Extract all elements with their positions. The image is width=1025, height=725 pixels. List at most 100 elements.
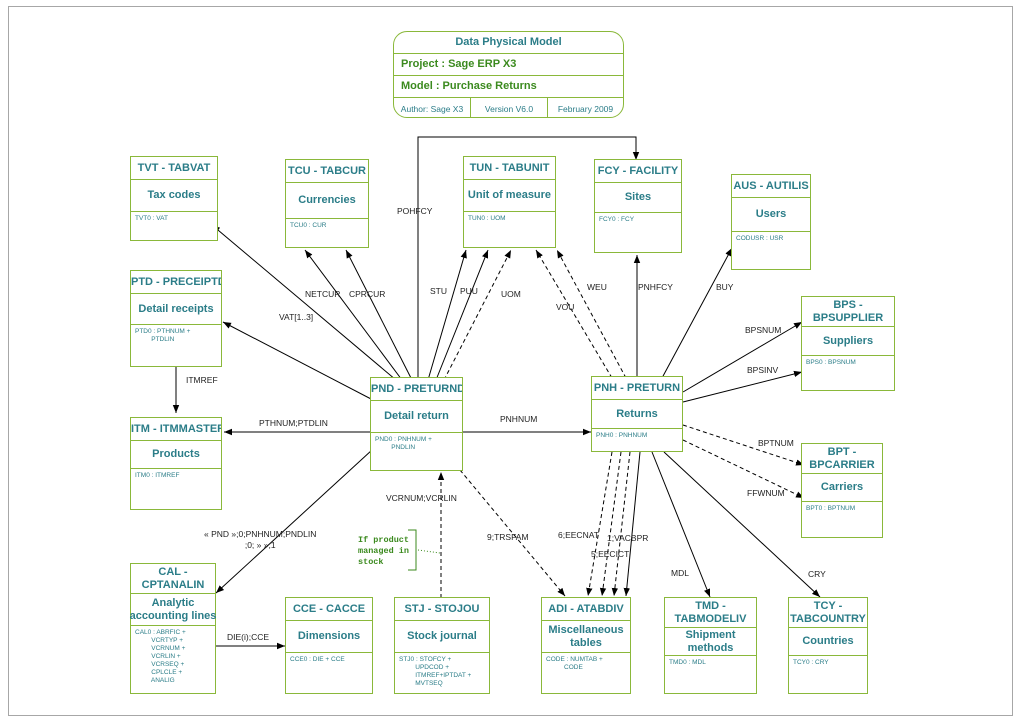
- link-bpsinv: [682, 370, 803, 403]
- entity-itm[interactable]: ITM - ITMMASTER Products ITM0 : ITMREF: [130, 417, 222, 510]
- entity-tcy-keys: TCY0 : CRY: [793, 659, 829, 666]
- model-name: Model : Purchase Returns: [394, 76, 623, 98]
- entity-cce-desc: Dimensions: [286, 621, 372, 653]
- label-ffwnum: FFWNUM: [747, 488, 785, 498]
- link-bpsnum: [682, 321, 803, 393]
- entity-pnh[interactable]: PNH - PRETURN Returns PNH0 : PNHNUM: [591, 376, 683, 452]
- entity-tmd[interactable]: TMD - TABMODELIV Shipment methods TMD0 :…: [664, 597, 757, 694]
- label-cal-link: « PND »;0;PNHNUM;PNDLIN ;0; » »;1: [204, 529, 317, 550]
- label-pnhnum: PNHNUM: [500, 414, 538, 424]
- entity-ptd[interactable]: PTD - PRECEIPTD Detail receipts PTD0 : P…: [130, 270, 222, 367]
- entity-tun-desc: Unit of measure: [464, 180, 555, 212]
- entity-stj-desc: Stock journal: [395, 621, 489, 653]
- title-block: Data Physical Model Project : Sage ERP X…: [393, 31, 624, 118]
- entity-itm-keys: ITM0 : ITMREF: [135, 472, 180, 479]
- entity-tvt-keys: TVT0 : VAT: [135, 215, 168, 222]
- entity-pnd-desc: Detail return: [371, 401, 462, 433]
- entity-cal-keys: CAL0 : ABRFIC + VCRTYP + VCRNUM + VCRLIN…: [135, 629, 186, 684]
- entity-stj[interactable]: STJ - STOJOU Stock journal STJ0 : STOFCY…: [394, 597, 490, 694]
- label-eecict: 5;EECICT: [591, 549, 630, 559]
- model-heading: Data Physical Model: [394, 32, 623, 54]
- entity-bps[interactable]: BPS - BPSUPPLIER Suppliers BPS0 : BPSNUM: [801, 296, 895, 391]
- label-eecnat: 6;EECNAT: [558, 530, 599, 540]
- entity-adi[interactable]: ADI - ATABDIV Miscellaneous tables CODE …: [541, 597, 631, 694]
- entity-bpt-keys: BPT0 : BPTNUM: [806, 505, 856, 512]
- label-vacbpr: 1;VACBPR: [607, 533, 649, 543]
- label-diecce: DIE(i);CCE: [227, 632, 270, 642]
- label-cprcur: CPRCUR: [349, 289, 386, 299]
- label-trsfam: 9;TRSFAM: [487, 532, 529, 542]
- entity-bpt[interactable]: BPT - BPCARRIER Carriers BPT0 : BPTNUM: [801, 443, 883, 538]
- entity-fcy-keys: FCY0 : FCY: [599, 216, 635, 223]
- entity-pnh-keys: PNH0 : PNHNUM: [596, 432, 648, 439]
- entity-tvt-desc: Tax codes: [131, 180, 217, 212]
- entity-tun-title: TUN - TABUNIT: [464, 157, 555, 180]
- link-buy: [661, 247, 733, 379]
- entity-pnh-desc: Returns: [592, 400, 682, 429]
- entity-bpt-title: BPT - BPCARRIER: [802, 444, 882, 474]
- entity-cal-title: CAL - CPTANALIN: [131, 564, 215, 594]
- link-bptnum: [682, 424, 805, 466]
- entity-ptd-title: PTD - PRECEIPTD: [131, 271, 221, 294]
- note-connector: [417, 549, 441, 554]
- entity-fcy[interactable]: FCY - FACILITY Sites FCY0 : FCY: [594, 159, 682, 253]
- label-vou: VOU: [556, 302, 575, 312]
- entity-bps-keys: BPS0 : BPSNUM: [806, 359, 856, 366]
- label-stu: STU: [430, 286, 447, 296]
- entity-tcy-desc: Countries: [789, 628, 867, 656]
- entity-fcy-title: FCY - FACILITY: [595, 160, 681, 183]
- label-pohfcy: POHFCY: [397, 206, 433, 216]
- entity-tvt[interactable]: TVT - TABVAT Tax codes TVT0 : VAT: [130, 156, 218, 241]
- entity-tcy[interactable]: TCY - TABCOUNTRY Countries TCY0 : CRY: [788, 597, 868, 694]
- entity-tun-keys: TUN0 : UOM: [468, 215, 506, 222]
- label-uom: UOM: [501, 289, 521, 299]
- entity-fcy-desc: Sites: [595, 183, 681, 213]
- entity-tcu[interactable]: TCU - TABCUR Currencies TCU0 : CUR: [285, 159, 369, 248]
- entity-cce-title: CCE - CACCE: [286, 598, 372, 621]
- entity-ptd-keys: PTD0 : PTHNUM + PTDLIN: [135, 328, 191, 343]
- entity-aus-title: AUS - AUTILIS: [732, 175, 810, 198]
- entity-pnd-keys: PND0 : PNHNUM + PNDLIN: [375, 436, 432, 451]
- entity-ptd-desc: Detail receipts: [131, 294, 221, 325]
- label-bptnum: BPTNUM: [758, 438, 794, 448]
- link-cprcur: [345, 249, 413, 381]
- entity-tcu-title: TCU - TABCUR: [286, 160, 368, 183]
- entity-stj-keys: STJ0 : STOFCY + UPDCOD + ITMREF+IPTDAT +…: [399, 656, 472, 687]
- entity-tmd-desc: Shipment methods: [665, 628, 756, 656]
- link-vou: [535, 249, 613, 379]
- label-bpsnum: BPSNUM: [745, 325, 782, 335]
- entity-tun[interactable]: TUN - TABUNIT Unit of measure TUN0 : UOM: [463, 156, 556, 248]
- stock-note: If product managed in stock: [358, 535, 410, 567]
- link-puu: [435, 249, 489, 381]
- label-bpsinv: BPSINV: [747, 365, 779, 375]
- entity-bpt-desc: Carriers: [802, 474, 882, 502]
- entity-tvt-title: TVT - TABVAT: [131, 157, 217, 180]
- link-vacbpr: [623, 451, 641, 597]
- entity-cce[interactable]: CCE - CACCE Dimensions CCE0 : DIE + CCE: [285, 597, 373, 694]
- version: Version V6.0: [471, 98, 548, 117]
- link-cal: [215, 449, 373, 594]
- label-weu: WEU: [587, 282, 607, 292]
- entity-tmd-title: TMD - TABMODELIV: [665, 598, 756, 628]
- entity-adi-title: ADI - ATABDIV: [542, 598, 630, 621]
- entity-bps-title: BPS - BPSUPPLIER: [802, 297, 894, 327]
- entity-itm-title: ITM - ITMMASTER: [131, 418, 221, 441]
- entity-cal[interactable]: CAL - CPTANALIN Analytic accounting line…: [130, 563, 216, 694]
- entity-stj-title: STJ - STOJOU: [395, 598, 489, 621]
- entity-tcu-desc: Currencies: [286, 183, 368, 219]
- link-uom: [443, 249, 512, 381]
- link-netcur: [304, 249, 403, 381]
- entity-aus[interactable]: AUS - AUTILIS Users CODUSR : USR: [731, 174, 811, 270]
- entity-pnh-title: PNH - PRETURN: [592, 377, 682, 400]
- link-weu: [556, 249, 627, 379]
- label-itmref: ITMREF: [186, 375, 218, 385]
- link-pohfcy: [417, 136, 640, 380]
- link-ptd: [222, 321, 374, 401]
- label-mdl: MDL: [671, 568, 689, 578]
- entity-pnd[interactable]: PND - PRETURND Detail return PND0 : PNHN…: [370, 377, 463, 471]
- entity-pnd-title: PND - PRETURND: [371, 378, 462, 401]
- label-puu: PUU: [460, 286, 478, 296]
- link-eecict: [599, 451, 622, 597]
- diagram-frame: [8, 6, 1013, 716]
